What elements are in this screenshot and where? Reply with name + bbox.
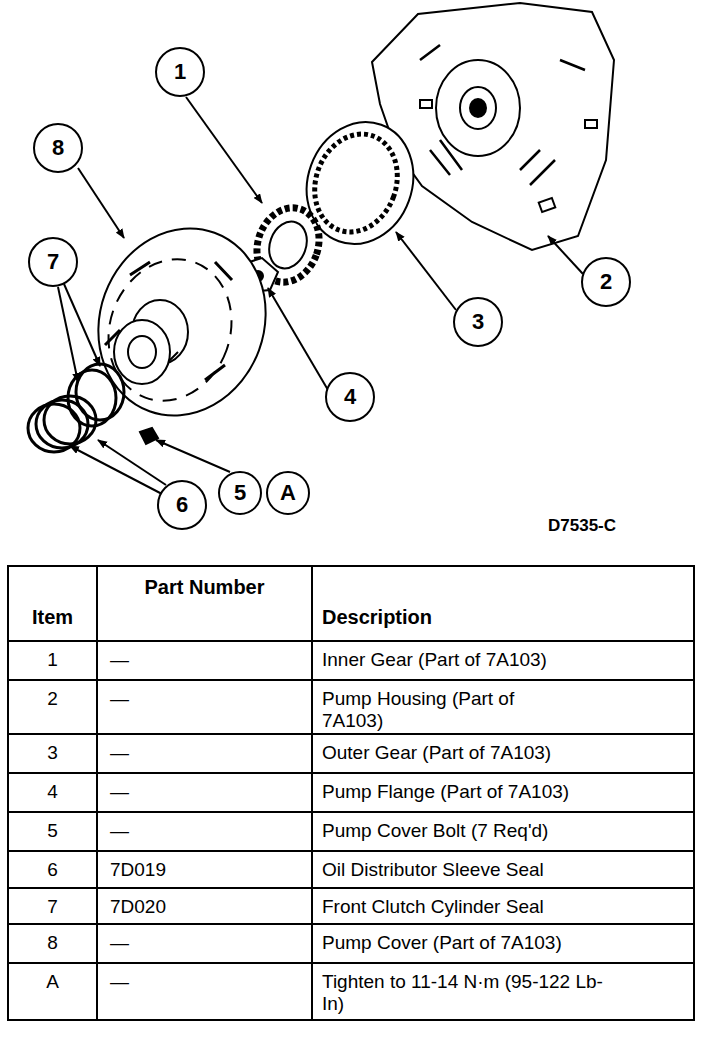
table-cell: Tighten to 11-14 N·m (95-122 Lb-In) <box>322 971 622 1016</box>
callout-circle: 7 <box>28 237 78 287</box>
table-cell: Pump Housing (Part of 7A103) <box>322 688 557 733</box>
table-cell: — <box>110 742 300 764</box>
table-cell: — <box>110 971 300 993</box>
callout-number: 5 <box>234 482 246 504</box>
table-cell: 7D019 <box>110 859 300 881</box>
table-cell: Description <box>322 606 682 630</box>
callout-number: A <box>280 482 296 504</box>
callout-circle: 1 <box>155 47 205 97</box>
callout-number: 8 <box>52 137 64 159</box>
callout-circle: 8 <box>33 123 83 173</box>
table-cell: 1 <box>12 649 93 671</box>
callout-number: 1 <box>174 61 186 83</box>
table-cell: 6 <box>12 859 93 881</box>
callout-circle: 5 <box>218 471 262 515</box>
callout-circle: 2 <box>581 257 631 307</box>
table-cell: — <box>110 932 300 954</box>
callout-number: 3 <box>472 311 484 333</box>
table-cell: 4 <box>12 781 93 803</box>
table-cell: 7D020 <box>110 896 300 918</box>
table-cell: Oil Distributor Sleeve Seal <box>322 859 682 881</box>
table-cell: — <box>110 820 300 842</box>
callout-circle: 3 <box>453 297 503 347</box>
callout-circle: A <box>266 471 310 515</box>
table-cell: Pump Cover (Part of 7A103) <box>322 932 682 954</box>
table-cell: Item <box>12 606 93 630</box>
callout-circle: 6 <box>157 480 207 530</box>
table-cell: A <box>12 971 93 993</box>
table-cell: — <box>110 649 300 671</box>
table-cell: Part Number <box>101 576 308 600</box>
callout-number: 6 <box>176 494 188 516</box>
table-cell: 7 <box>12 896 93 918</box>
figure-code: D7535-C <box>548 516 688 536</box>
callout-number: 7 <box>47 251 59 273</box>
table-cell: 8 <box>12 932 93 954</box>
table-cell: Inner Gear (Part of 7A103) <box>322 649 682 671</box>
table-cell: 3 <box>12 742 93 764</box>
callout-number: 2 <box>600 271 612 293</box>
table-cell: — <box>110 781 300 803</box>
callout-number: 4 <box>344 386 356 408</box>
table-cell: Outer Gear (Part of 7A103) <box>322 742 682 764</box>
callout-circle: 4 <box>325 372 375 422</box>
table-cell: Pump Flange (Part of 7A103) <box>322 781 682 803</box>
table-cell: Front Clutch Cylinder Seal <box>322 896 682 918</box>
table-cell: 2 <box>12 688 93 710</box>
table-cell: — <box>110 688 300 710</box>
table-cell: Pump Cover Bolt (7 Req'd) <box>322 820 682 842</box>
table-cell: 5 <box>12 820 93 842</box>
